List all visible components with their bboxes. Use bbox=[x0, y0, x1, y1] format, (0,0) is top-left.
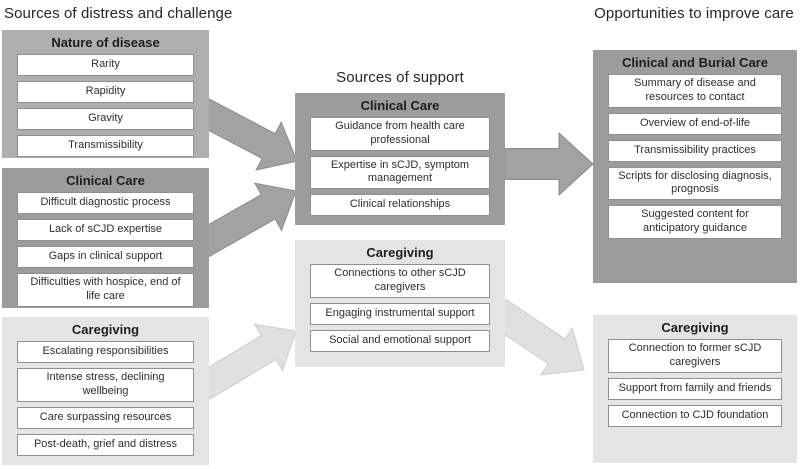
middle-column-title: Sources of support bbox=[336, 69, 464, 86]
list-item: Scripts for disclosing diagnosis, progno… bbox=[608, 166, 782, 200]
box-caregiving-improve: Caregiving Connection to former sCJD car… bbox=[593, 315, 797, 463]
list-item: Connections to other sCJD caregivers bbox=[310, 264, 490, 298]
list-item: Summary of disease and resources to cont… bbox=[608, 74, 782, 108]
arrow-clinical-care-distress-to-clinical-care-support bbox=[193, 182, 297, 258]
list-item: Difficulties with hospice, end of life c… bbox=[17, 273, 194, 307]
left-column-title: Sources of distress and challenge bbox=[4, 5, 233, 22]
list-item: Expertise in sCJD, symptom management bbox=[310, 155, 490, 189]
right-column-title: Opportunities to improve care bbox=[594, 5, 794, 22]
list-item: Connection to CJD foundation bbox=[608, 404, 782, 427]
list-item: Rapidity bbox=[17, 81, 194, 103]
list-item: Gaps in clinical support bbox=[17, 246, 194, 268]
list-item: Post-death, grief and distress bbox=[17, 433, 194, 456]
list-item: Rarity bbox=[17, 54, 194, 76]
list-item: Difficult diagnostic process bbox=[17, 192, 194, 214]
box-header: Caregiving bbox=[366, 245, 434, 260]
box-header: Caregiving bbox=[661, 320, 729, 335]
list-item: Clinical relationships bbox=[310, 194, 490, 216]
box-clinical-care-distress: Clinical Care Difficult diagnostic proce… bbox=[2, 168, 209, 308]
list-item: Intense stress, declining wellbeing bbox=[17, 368, 194, 402]
box-header: Clinical Care bbox=[66, 173, 145, 188]
list-item: Transmissibility bbox=[17, 135, 194, 157]
box-caregiving-support: Caregiving Connections to other sCJD car… bbox=[295, 240, 505, 367]
list-item: Suggested content for anticipatory guida… bbox=[608, 205, 782, 239]
box-clinical-care-support: Clinical Care Guidance from health care … bbox=[295, 93, 505, 225]
box-clinical-and-burial-care: Clinical and Burial Care Summary of dise… bbox=[593, 50, 797, 283]
arrow-nature-of-disease-to-clinical-care-support bbox=[192, 96, 298, 171]
box-header: Nature of disease bbox=[51, 35, 160, 50]
list-item: Transmissibility practices bbox=[608, 139, 782, 162]
box-header: Clinical and Burial Care bbox=[622, 55, 768, 70]
list-item: Engaging instrumental support bbox=[310, 302, 490, 325]
list-item: Guidance from health care professional bbox=[310, 117, 490, 151]
list-item: Support from family and friends bbox=[608, 377, 782, 400]
box-header: Clinical Care bbox=[360, 98, 440, 113]
arrow-caregiving-support-to-caregiving-improve bbox=[488, 298, 585, 376]
box-items: Summary of disease and resources to cont… bbox=[593, 74, 797, 239]
box-header: Caregiving bbox=[71, 322, 140, 337]
list-item: Care surpassing resources bbox=[17, 406, 194, 429]
arrow-caregiving-distress-to-caregiving-support bbox=[195, 323, 297, 400]
list-item: Escalating responsibilities bbox=[17, 341, 194, 363]
list-item: Lack of sCJD expertise bbox=[17, 219, 194, 241]
list-item: Overview of end-of-life bbox=[608, 112, 782, 135]
list-item: Gravity bbox=[17, 108, 194, 130]
list-item: Social and emotional support bbox=[310, 329, 490, 352]
list-item: Connection to former sCJD caregivers bbox=[608, 339, 782, 373]
arrow-clinical-care-support-to-clinical-and-burial-care bbox=[504, 131, 594, 197]
